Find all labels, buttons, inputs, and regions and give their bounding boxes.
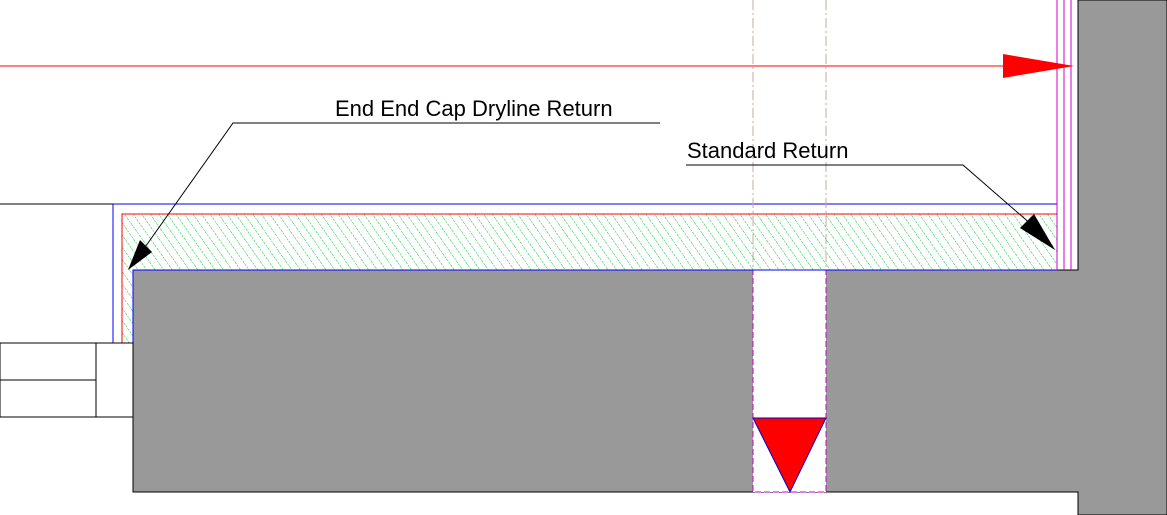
leader-line-standard (686, 164, 1041, 233)
arrowhead-right-icon (1003, 54, 1074, 78)
leader-line-end-cap (142, 122, 660, 251)
end-cap-label: End End Cap Dryline Return (335, 96, 613, 121)
leader-arrow-icon (128, 240, 152, 270)
standard-return-label: Standard Return (687, 138, 848, 163)
leader-arrow-icon (1020, 214, 1055, 250)
triangle-down-icon (752, 417, 827, 494)
insulation-inner-edge (132, 269, 1057, 343)
